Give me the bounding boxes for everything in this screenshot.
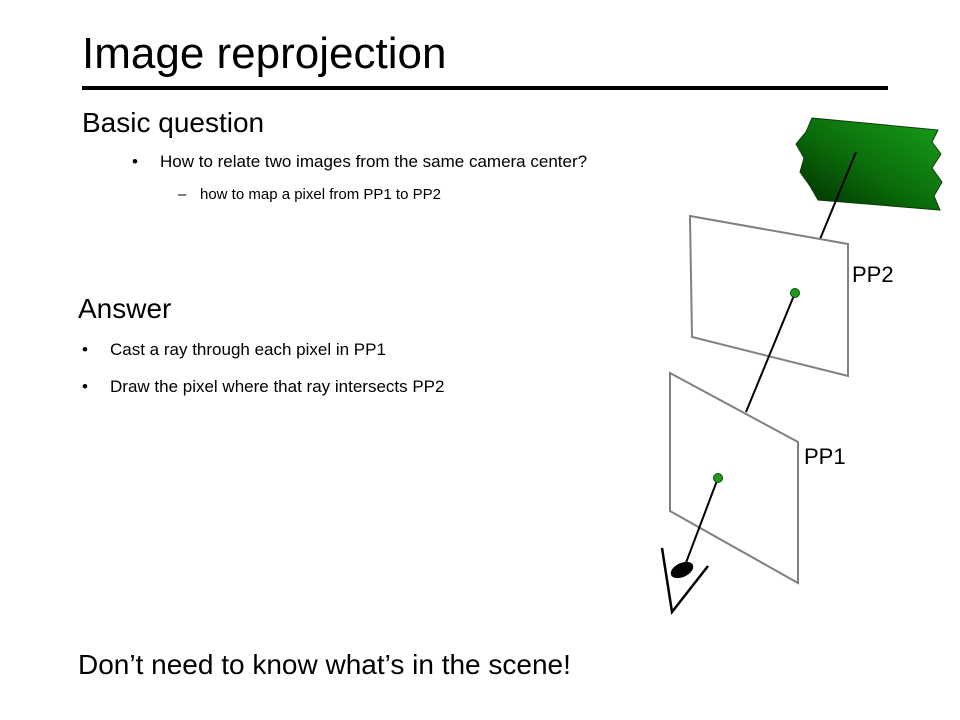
eye-ray bbox=[683, 477, 719, 569]
connecting-ray bbox=[745, 292, 796, 413]
title-underline bbox=[82, 86, 888, 90]
footer-note: Don’t need to know what’s in the scene! bbox=[78, 649, 571, 680]
bullet-mark: • bbox=[132, 152, 138, 171]
basic-question-heading: Basic question bbox=[82, 107, 265, 138]
basic-question-sub-bullet-text: how to map a pixel from PP1 to PP2 bbox=[200, 186, 441, 203]
eye-icon bbox=[660, 547, 709, 616]
projection-plane-pp1 bbox=[669, 371, 799, 585]
bullet-mark: • bbox=[82, 377, 88, 396]
pp2-label: PP2 bbox=[852, 262, 894, 287]
answer-heading: Answer bbox=[78, 293, 172, 324]
basic-question-bullet-text: How to relate two images from the same c… bbox=[160, 152, 588, 171]
slide-title: Image reprojection bbox=[82, 29, 447, 78]
answer-bullet-1-text: Cast a ray through each pixel in PP1 bbox=[110, 340, 386, 359]
pp1-label: PP1 bbox=[804, 444, 846, 469]
scene-object bbox=[795, 117, 943, 211]
projection-plane-pp2 bbox=[688, 214, 849, 378]
pp2-pixel-dot bbox=[790, 288, 800, 298]
scene-ray bbox=[817, 151, 857, 245]
dash-mark: – bbox=[178, 186, 187, 203]
answer-bullet-2-text: Draw the pixel where that ray intersects… bbox=[110, 377, 445, 396]
pp1-pixel-dot bbox=[713, 473, 723, 483]
bullet-mark: • bbox=[82, 340, 88, 359]
